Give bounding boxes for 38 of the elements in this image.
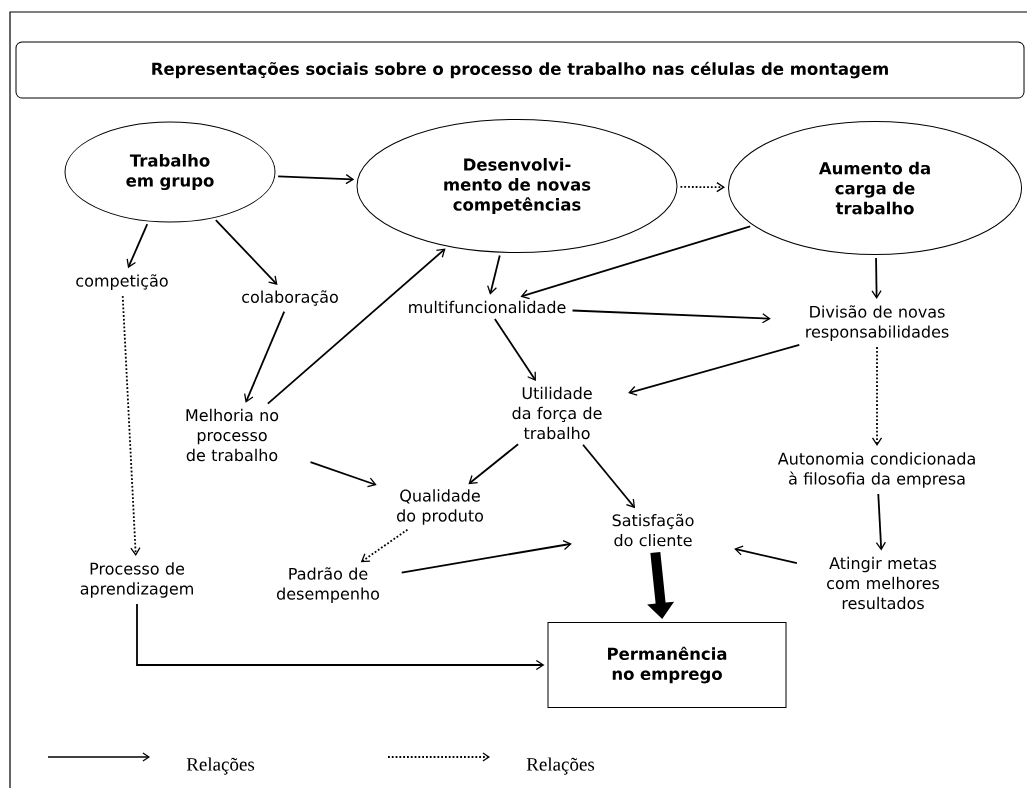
arrow	[309, 461, 377, 488]
result-box: Permanência no emprego	[547, 622, 787, 708]
arrow	[571, 309, 771, 324]
arrow	[493, 318, 536, 382]
arrow	[871, 257, 882, 299]
legend-label: Relações	[186, 757, 255, 775]
concept-text: Utilidade da força de trabalho	[512, 386, 602, 440]
arrow	[679, 181, 726, 193]
arrow	[582, 443, 636, 509]
arrow	[214, 219, 278, 285]
concept-text: Padrão de desempenho	[276, 567, 380, 603]
arrow	[871, 346, 883, 447]
concept-text: Processo de aprendizagem	[80, 562, 193, 598]
title-box: Representações sociais sobre o processo de trabalho nas células de montagem	[15, 41, 1025, 99]
arrow	[628, 344, 801, 396]
concept-text: Atingir metas com melhores resultados	[827, 556, 940, 610]
arrow	[244, 310, 286, 403]
arrow	[875, 493, 886, 551]
arrow	[487, 254, 501, 295]
legend-label: Relações	[526, 757, 595, 775]
concept-text: Melhoria no processo de trabalho	[186, 408, 279, 462]
concept-text: colaboração	[242, 290, 338, 306]
arrow	[266, 248, 446, 405]
arrow	[468, 443, 519, 485]
concept-text: Autonomia condicionada à filosofia da empresa	[777, 452, 975, 488]
arrow	[734, 545, 798, 565]
concept-text: Divisão de novas responsabilidades	[806, 305, 949, 341]
arrow	[136, 603, 545, 671]
concept-text: Qualidade do produto	[397, 489, 484, 525]
arrow	[277, 173, 355, 185]
arrow	[400, 540, 572, 574]
arrow	[520, 225, 752, 300]
arrow	[360, 528, 409, 563]
concept-text: multifuncionalidade	[409, 300, 566, 314]
concept-text: competição	[76, 274, 168, 290]
arrow	[126, 223, 149, 269]
arrow	[121, 295, 141, 557]
concept-text: Satisfação do cliente	[612, 513, 694, 547]
